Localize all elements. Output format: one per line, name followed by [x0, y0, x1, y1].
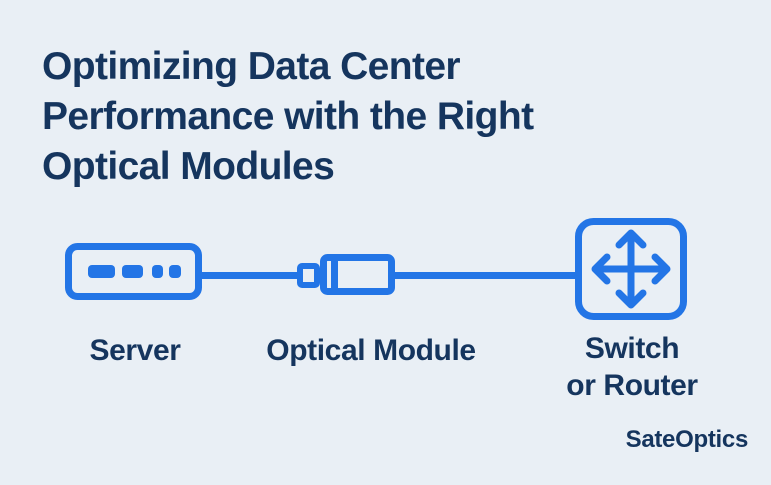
page-title-line: Optical Modules	[42, 145, 335, 188]
brand-logo: SateOptics	[625, 426, 749, 453]
node-label-switch-or-router: Switch or Router	[566, 332, 698, 402]
connector-line-server-to-module	[199, 272, 299, 279]
switch-router-icon	[575, 218, 687, 320]
optical-module-icon	[295, 252, 397, 297]
server-icon	[65, 243, 202, 300]
node-label-optical-module: Optical Module	[266, 334, 476, 367]
page-title: Optimizing Data Center Performance with …	[42, 42, 534, 192]
node-label-server: Server	[89, 334, 181, 367]
page-title-line: Optimizing Data Center	[42, 45, 461, 88]
connector-line-module-to-switch	[393, 272, 578, 279]
page-title-line: Performance with the Right	[42, 95, 534, 138]
